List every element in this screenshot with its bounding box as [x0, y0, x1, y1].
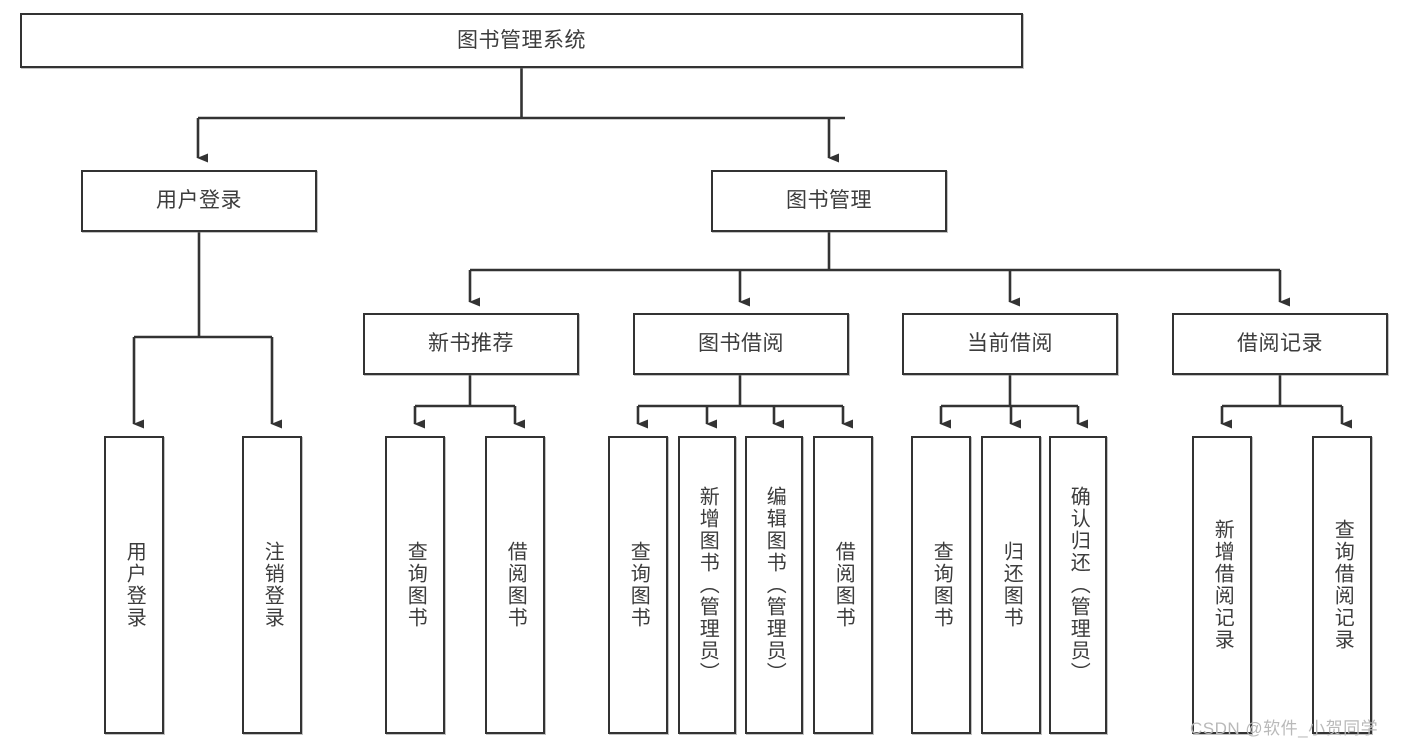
leaf-query-book-recommend[interactable]: 查询图书 [385, 436, 445, 734]
node-label: 编辑图书（管理员） [763, 486, 786, 684]
leaf-query-borrow-record[interactable]: 查询借阅记录 [1312, 436, 1372, 734]
node-label: 图书管理 [786, 189, 872, 213]
leaf-confirm-return-admin[interactable]: 确认归还（管理员） [1049, 436, 1107, 734]
node-label: 用户登录 [156, 189, 242, 213]
node-label: 图书借阅 [698, 332, 784, 356]
node-label: 新增借阅记录 [1211, 519, 1234, 651]
node-label: 查询借阅记录 [1331, 519, 1354, 651]
leaf-edit-book-admin[interactable]: 编辑图书（管理员） [745, 436, 803, 734]
node-label: 查询图书 [930, 541, 953, 629]
node-label: 新书推荐 [428, 332, 514, 356]
leaf-query-book-borrow[interactable]: 查询图书 [608, 436, 668, 734]
node-current-borrow[interactable]: 当前借阅 [902, 313, 1118, 375]
node-book-manage[interactable]: 图书管理 [711, 170, 947, 232]
node-label: 查询图书 [627, 541, 650, 629]
leaf-return-book[interactable]: 归还图书 [981, 436, 1041, 734]
leaf-borrow-book[interactable]: 借阅图书 [813, 436, 873, 734]
node-label: 借阅图书 [832, 541, 855, 629]
node-new-book-recommend[interactable]: 新书推荐 [363, 313, 579, 375]
leaf-add-book-admin[interactable]: 新增图书（管理员） [678, 436, 736, 734]
node-label: 当前借阅 [967, 332, 1053, 356]
leaf-add-borrow-record[interactable]: 新增借阅记录 [1192, 436, 1252, 734]
leaf-borrow-book-recommend[interactable]: 借阅图书 [485, 436, 545, 734]
node-label: 查询图书 [404, 541, 427, 629]
node-label: 借阅图书 [504, 541, 527, 629]
node-user-login[interactable]: 用户登录 [81, 170, 317, 232]
node-label: 归还图书 [1000, 541, 1023, 629]
leaf-user-login[interactable]: 用户登录 [104, 436, 164, 734]
leaf-logout-login[interactable]: 注销登录 [242, 436, 302, 734]
node-label: 确认归还（管理员） [1067, 486, 1090, 684]
node-book-borrow[interactable]: 图书借阅 [633, 313, 849, 375]
csdn-watermark: CSDN @软件_小贺同学 [1190, 719, 1379, 738]
node-borrow-record[interactable]: 借阅记录 [1172, 313, 1388, 375]
node-label: 新增图书（管理员） [696, 486, 719, 684]
node-label: 用户登录 [123, 541, 146, 629]
node-label: 图书管理系统 [457, 28, 586, 52]
node-root-system[interactable]: 图书管理系统 [20, 13, 1023, 68]
leaf-query-book-current[interactable]: 查询图书 [911, 436, 971, 734]
node-label: 借阅记录 [1237, 332, 1323, 356]
node-label: 注销登录 [261, 541, 284, 629]
